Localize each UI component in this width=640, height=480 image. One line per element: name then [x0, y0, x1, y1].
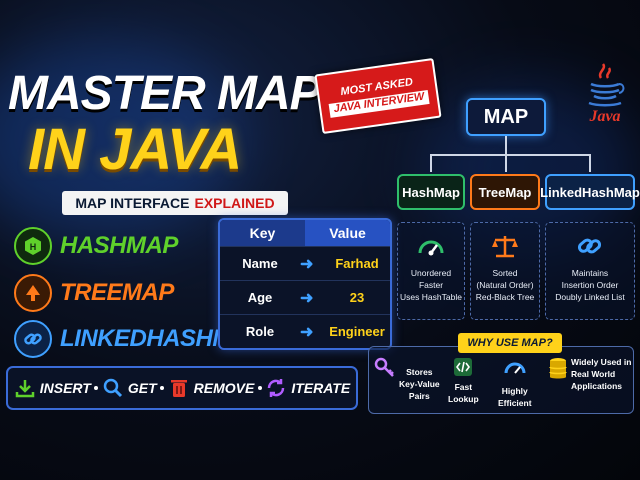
- desc-line: Uses HashTable: [400, 292, 462, 302]
- speedometer-icon: [416, 231, 446, 261]
- why-text: Efficient: [498, 398, 532, 408]
- key-value-table: Key Value Name ➜ Farhad Age ➜ 23 Role ➜ …: [218, 218, 392, 350]
- row-value: Engineer: [329, 324, 385, 339]
- desc-line: Maintains: [571, 268, 609, 278]
- subtitle-highlight: EXPLAINED: [194, 195, 275, 211]
- op-remove: REMOVE: [168, 377, 255, 399]
- subtitle-banner: MAP INTERFACE EXPLAINED: [62, 191, 288, 215]
- table-row: Name ➜ Farhad: [220, 246, 390, 280]
- connector-line: [589, 154, 591, 172]
- op-insert: INSERT: [14, 377, 91, 399]
- scales-icon: [490, 231, 520, 261]
- op-label: REMOVE: [193, 380, 255, 396]
- why-text: Real World: [571, 369, 616, 379]
- connector-line: [430, 154, 432, 172]
- arrow-right-icon: ➜: [300, 323, 314, 341]
- database-icon: [549, 358, 567, 379]
- title-line-1: MASTER MAPS: [8, 67, 353, 120]
- map-type-label: TREEMAP: [60, 279, 174, 306]
- search-icon: [103, 378, 122, 398]
- chain-icon: [575, 231, 605, 261]
- why-text: Stores: [406, 367, 433, 377]
- column-header-value: Value: [305, 220, 390, 246]
- desc-line: Doubly Linked List: [555, 292, 625, 302]
- code-icon: [454, 358, 473, 376]
- why-text: Lookup: [448, 394, 479, 404]
- desc-line: (Natural Order): [476, 280, 534, 290]
- coffee-cup-icon: [588, 63, 625, 107]
- treemap-node: TreeMap: [470, 174, 540, 210]
- tree-icon: [14, 274, 52, 312]
- row-value: 23: [349, 290, 365, 305]
- desc-line: Faster: [418, 280, 444, 290]
- hashmap-node: HashMap: [397, 174, 465, 210]
- operations-bar: INSERT GET REMOVE ITERATE: [6, 366, 358, 410]
- why-item-efficient: Highly Efficient: [498, 356, 532, 409]
- hashmap-icon: H: [14, 227, 52, 265]
- why-use-map-panel: [368, 346, 634, 414]
- desc-line: Red-Black Tree: [475, 292, 535, 302]
- map-type-treemap: TREEMAP: [14, 274, 174, 312]
- map-type-hashmap: H HASHMAP: [14, 227, 178, 265]
- connector-line: [505, 136, 507, 154]
- desc-line: Unordered: [410, 268, 452, 278]
- why-text: Applications: [571, 381, 623, 391]
- why-title: WHY USE MAP?: [458, 333, 562, 353]
- table-row: Role ➜ Engineer: [220, 314, 390, 348]
- op-label: INSERT: [39, 380, 91, 396]
- map-type-label: HASHMAP: [60, 232, 178, 259]
- connector-line: [505, 154, 507, 172]
- why-text: Highly: [501, 386, 528, 396]
- why-text: Fast: [454, 382, 473, 392]
- op-label: GET: [127, 380, 157, 396]
- why-text: Widely Used in: [571, 357, 632, 367]
- linkedhashmap-desc: Maintains Insertion Order Doubly Linked …: [545, 222, 635, 320]
- svg-text:H: H: [30, 242, 37, 252]
- row-key: Age: [247, 290, 273, 305]
- row-key: Role: [245, 324, 275, 339]
- arrow-right-icon: ➜: [300, 255, 314, 273]
- trash-icon: [170, 380, 187, 397]
- link-icon: [14, 320, 52, 358]
- connector-line: [430, 154, 590, 156]
- table-header: Key Value: [220, 220, 390, 246]
- download-icon: [15, 380, 34, 398]
- row-value: Farhad: [335, 256, 379, 271]
- refresh-icon: [268, 379, 285, 397]
- hashmap-desc: Unordered Faster Uses HashTable: [397, 222, 465, 320]
- column-header-key: Key: [220, 220, 305, 246]
- map-root-node: MAP: [466, 98, 546, 136]
- treemap-desc: Sorted (Natural Order) Red-Black Tree: [470, 222, 540, 320]
- op-get: GET: [102, 377, 157, 399]
- separator-dot: [160, 386, 165, 390]
- desc-line: Insertion Order: [561, 280, 619, 290]
- gauge-icon: [504, 362, 526, 374]
- op-label: ITERATE: [291, 380, 351, 396]
- why-text: Pairs: [408, 391, 430, 401]
- desc-line: Sorted: [492, 268, 518, 278]
- why-item-stores: Stores Key-Value Pairs: [374, 356, 440, 402]
- separator-dot: [257, 386, 262, 390]
- arrow-right-icon: ➜: [300, 289, 314, 307]
- why-text: Key-Value: [399, 379, 440, 389]
- table-row: Age ➜ 23: [220, 280, 390, 314]
- subtitle-prefix: MAP INTERFACE: [75, 195, 190, 211]
- why-item-fast: Fast Lookup: [448, 356, 479, 405]
- key-icon: [374, 357, 394, 377]
- why-item-widely-used: Widely Used in Real World Applications: [548, 356, 631, 392]
- separator-dot: [94, 386, 99, 390]
- linkedhashmap-node: LinkedHashMap: [540, 174, 640, 210]
- java-logo-text: Java: [589, 108, 621, 125]
- row-key: Name: [242, 256, 278, 271]
- op-iterate: ITERATE: [265, 377, 350, 399]
- title-line-2: IN JAVA: [28, 117, 242, 182]
- java-logo: Java: [582, 62, 628, 132]
